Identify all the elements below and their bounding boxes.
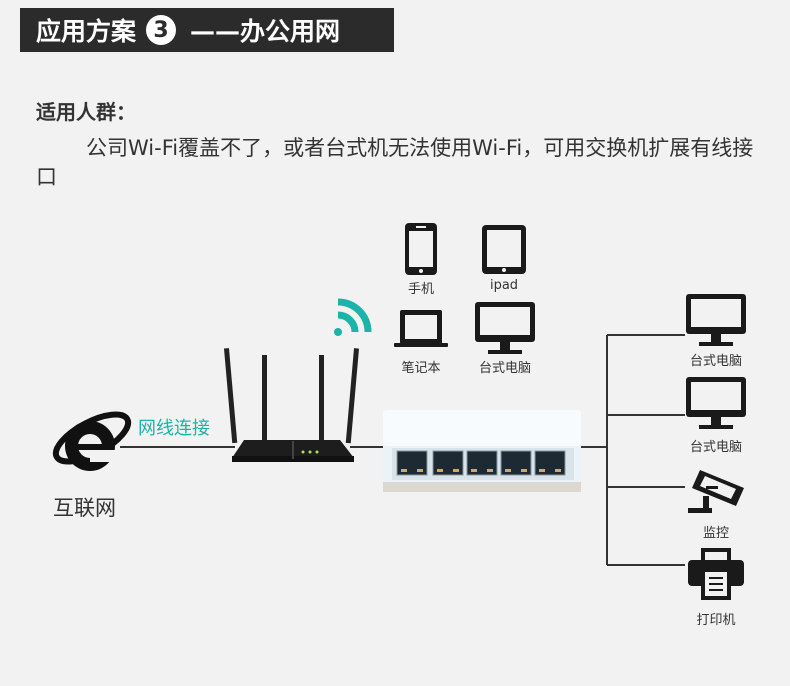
- wired-label-desktop-1: 台式电脑: [689, 354, 742, 369]
- printer-icon: [688, 548, 744, 600]
- section-header: 应用方案 3 ——办公用网: [20, 8, 394, 52]
- connection-lines: [120, 334, 685, 566]
- audience-description: 公司Wi-Fi覆盖不了，或者台式机无法使用Wi-Fi，可用交换机扩展有线接口: [36, 136, 754, 189]
- monitor-icon: [475, 302, 535, 354]
- phone-icon: [405, 223, 437, 275]
- device-label-laptop: 笔记本: [401, 361, 441, 376]
- device-label-phone: 手机: [407, 282, 434, 297]
- header-number-badge: 3: [146, 15, 177, 45]
- wired-label-desktop-2: 台式电脑: [689, 440, 742, 455]
- header-title: 应用方案: [36, 17, 137, 46]
- audience-heading: 适用人群：: [36, 100, 136, 124]
- connection-label: 网线连接: [138, 418, 210, 439]
- laptop-icon: [394, 310, 448, 347]
- monitor-icon: [686, 294, 746, 346]
- wired-label-printer: 打印机: [696, 613, 736, 628]
- device-label-desktop: 台式电脑: [478, 361, 531, 376]
- tablet-icon: [482, 225, 526, 274]
- camera-icon: [688, 470, 744, 513]
- wifi-icon: [334, 298, 372, 336]
- switch-icon: [383, 410, 581, 492]
- internet-icon: [52, 411, 132, 471]
- router-icon: [223, 348, 360, 462]
- monitor-icon: [686, 377, 746, 429]
- device-label-tablet: ipad: [489, 278, 519, 293]
- header-subtitle: ——办公用网: [190, 17, 341, 46]
- internet-label: 互联网: [53, 496, 116, 520]
- wired-label-camera: 监控: [702, 526, 729, 541]
